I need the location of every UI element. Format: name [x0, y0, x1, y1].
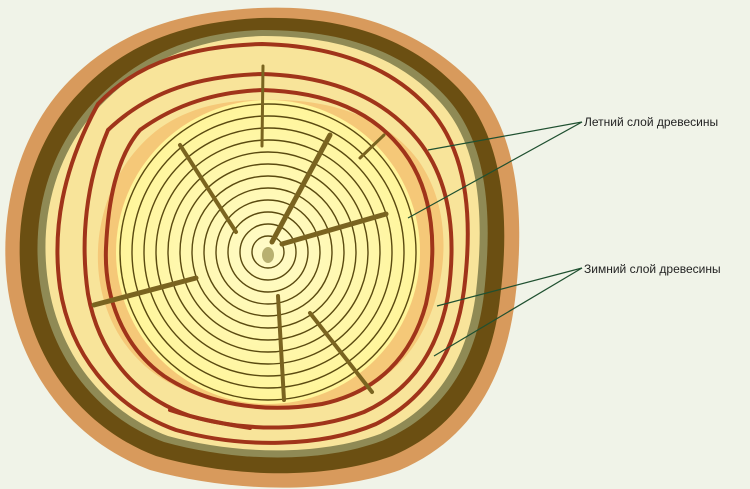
annual-ring — [179, 163, 357, 341]
leader-lines — [407, 121, 583, 357]
annual-ring — [191, 175, 345, 329]
ray — [91, 275, 199, 308]
winter-rings — [55, 41, 470, 445]
ray — [269, 132, 333, 245]
annual-ring — [215, 199, 321, 305]
pith — [262, 247, 274, 263]
medullary-rays — [91, 64, 389, 402]
ray — [178, 143, 238, 234]
leader-line-summer-2 — [407, 121, 583, 219]
ray — [260, 64, 265, 148]
ray — [358, 133, 386, 160]
winter-ring-inner — [103, 87, 435, 410]
winter-wood-label: Зимний слой древесины — [584, 262, 721, 276]
summer-wood-label: Летний слой древесины — [584, 115, 719, 129]
winter-ring-fragment — [168, 408, 252, 430]
annual-ring — [131, 115, 405, 389]
annual-ring — [167, 151, 369, 353]
annual-ring — [251, 235, 285, 269]
winter-ring-outer — [55, 41, 470, 445]
annual-rings — [119, 103, 417, 401]
annual-ring — [227, 211, 309, 293]
annual-ring — [119, 103, 417, 401]
ray — [308, 311, 374, 394]
annual-ring — [203, 187, 333, 317]
leader-line-winter-2 — [433, 267, 583, 357]
ray — [279, 211, 389, 247]
annual-ring — [239, 223, 297, 281]
winter-ring-middle — [82, 71, 454, 430]
annual-ring — [143, 127, 393, 377]
leader-line-winter-1 — [436, 267, 583, 307]
ray — [276, 294, 286, 402]
leader-line-summer-1 — [427, 121, 583, 151]
annual-ring — [155, 139, 381, 365]
